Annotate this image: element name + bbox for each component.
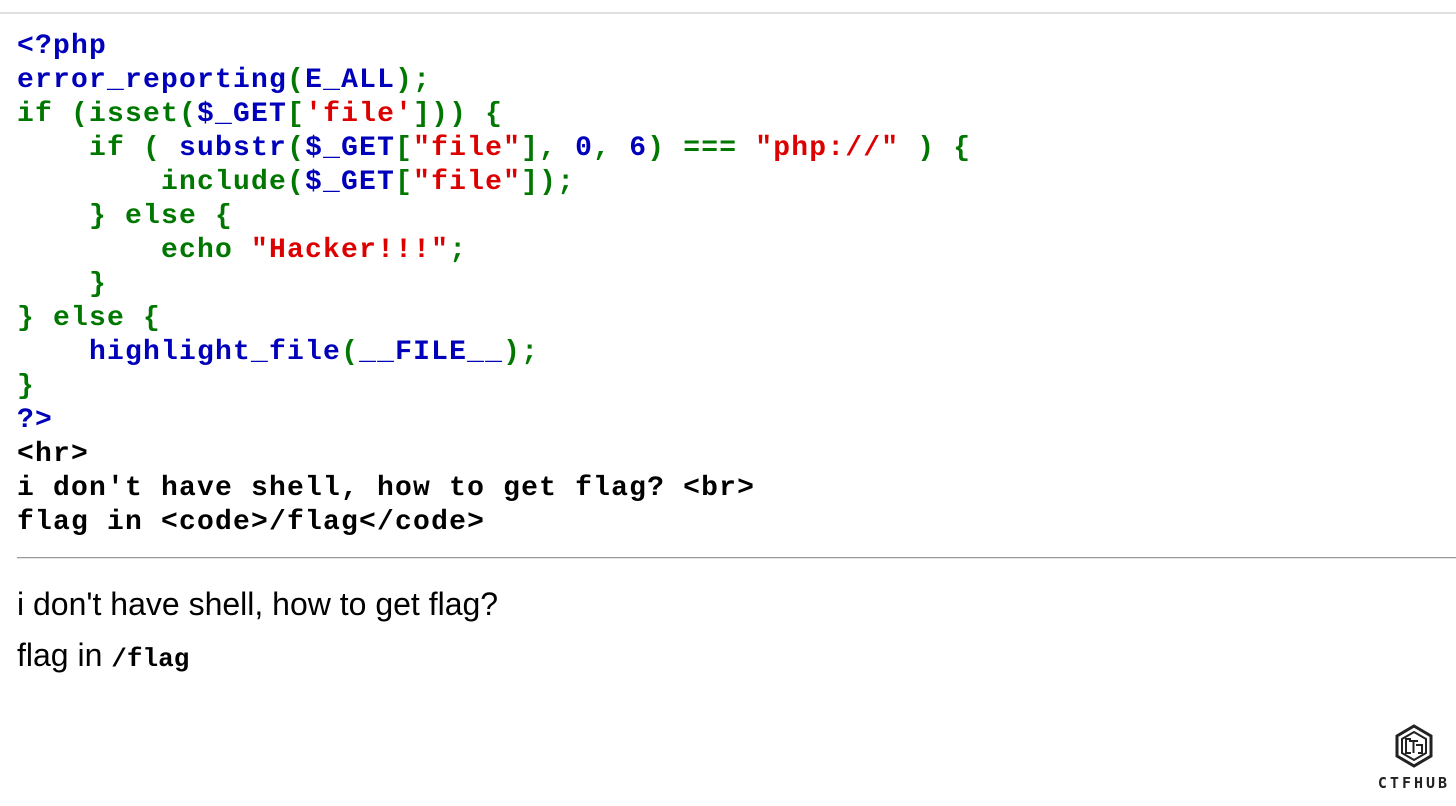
code-token-keyword: ) { [899,133,972,164]
flag-path: /flag [111,644,190,674]
ctfhub-logo: CTFHUB [1374,724,1454,800]
code-token-keyword: } [17,371,36,402]
code-token-keyword: ); [503,337,540,368]
code-token-keyword: ( [341,337,360,368]
code-token-html: <hr> [17,439,90,470]
code-token-keyword: include( [17,167,306,198]
code-line: highlight_file(__FILE__); [17,336,971,370]
code-line: if ( substr($_GET["file"], 0, 6) === "ph… [17,132,971,166]
code-token-string: "file" [413,167,522,198]
code-token-keyword: [ [395,133,414,164]
code-token-keyword: echo [17,235,252,266]
code-line: } else { [17,302,971,336]
code-token-string: "Hacker!!!" [251,235,450,266]
code-token-default: __FILE__ [359,337,504,368]
code-token-string: "file" [413,133,522,164]
code-line: error_reporting(E_ALL); [17,64,971,98]
output-flag-location: flag in /flag [17,637,189,674]
code-token-keyword: ], [521,133,576,164]
code-token-default: ?> [17,405,54,436]
flag-text: flag in [17,637,112,673]
code-token-default: highlight_file [89,337,342,368]
code-token-keyword: ); [395,65,432,96]
ctfhub-logo-text: CTFHUB [1377,774,1451,792]
code-token-keyword: if ( [17,133,180,164]
code-token-keyword: [ [395,167,414,198]
code-token-keyword: ( [287,65,306,96]
code-line: <?php [17,30,971,64]
code-token-string: "php://" [755,133,900,164]
code-token-default: error_reporting [17,65,288,96]
code-line: ?> [17,404,971,438]
code-token-html: flag in <code>/flag</code> [17,507,486,538]
code-token-keyword: , [593,133,630,164]
ctfhub-hexagon-icon [1395,724,1433,768]
code-line: i don't have shell, how to get flag? <br… [17,472,971,506]
code-token-string: 'file' [305,99,414,130]
code-line: } else { [17,200,971,234]
code-line: flag in <code>/flag</code> [17,506,971,540]
code-token-keyword: } else { [17,303,162,334]
code-token-html: i don't have shell, how to get flag? <br… [17,473,756,504]
code-token-keyword: } [17,269,108,300]
code-token-keyword [17,337,89,368]
code-token-keyword: ]); [521,167,576,198]
code-token-default: 0 [575,133,594,164]
code-token-keyword: [ [287,99,306,130]
horizontal-rule [17,557,1456,559]
browser-top-divider [0,12,1456,14]
code-line: include($_GET["file"]); [17,166,971,200]
code-token-keyword: ) === [647,133,756,164]
code-token-default: $_GET [197,99,288,130]
code-token-default: <?php [17,31,108,62]
code-line: } [17,268,971,302]
code-line: if (isset($_GET['file'])) { [17,98,971,132]
code-token-default: $_GET [305,133,396,164]
code-line: <hr> [17,438,971,472]
code-token-keyword: ])) { [413,99,504,130]
code-line: } [17,370,971,404]
code-token-keyword: } else { [17,201,234,232]
output-question: i don't have shell, how to get flag? [17,586,499,622]
code-line: echo "Hacker!!!"; [17,234,971,268]
code-token-keyword: ( [287,133,306,164]
code-token-keyword: if (isset( [17,99,198,130]
code-token-default: substr [179,133,288,164]
code-token-default: E_ALL [305,65,396,96]
code-token-default: 6 [629,133,648,164]
code-token-default: $_GET [305,167,396,198]
code-token-keyword: ; [449,235,468,266]
